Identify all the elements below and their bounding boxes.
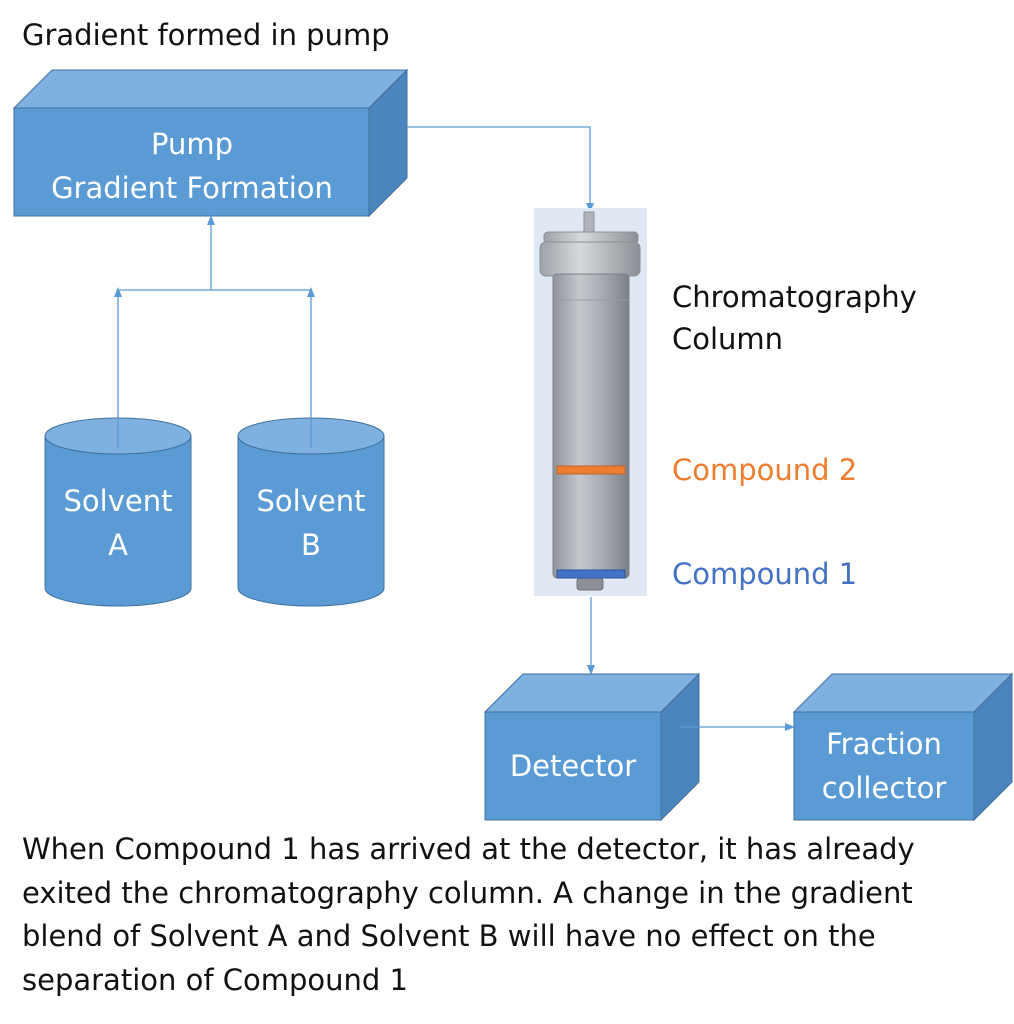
- compound-1-band: [556, 569, 626, 579]
- column-label: Chromatography Column: [672, 276, 917, 360]
- compound-2-band: [556, 465, 626, 475]
- pump-to-column-arrow: [407, 126, 594, 213]
- solvent-a-label: Solvent A: [45, 478, 191, 568]
- pump-label-line1: Pump: [150, 127, 233, 161]
- compound-1-label: Compound 1: [672, 557, 858, 591]
- solvent-a-label-line1: Solvent: [63, 484, 173, 518]
- caption-text: When Compound 1 has arrived at the detec…: [22, 832, 915, 997]
- pump-box: [12, 68, 409, 218]
- fraction-collector-box: [792, 672, 1014, 822]
- pump-label: Pump Gradient Formation: [14, 118, 370, 214]
- diagram-title: Gradient formed in pump: [22, 18, 390, 52]
- chromatography-column: [534, 208, 647, 596]
- fraction-collector-label-line1: Fraction: [826, 727, 942, 761]
- column-label-line1: Chromatography: [672, 280, 917, 314]
- fraction-collector-label: Fraction collector: [794, 712, 974, 820]
- compound-2-label: Compound 2: [672, 453, 858, 487]
- solvent-to-pump-lines: [114, 215, 315, 448]
- pump-label-line2: Gradient Formation: [51, 171, 333, 205]
- solvent-a-label-line2: A: [108, 528, 128, 562]
- column-label-line2: Column: [672, 322, 784, 356]
- solvent-b-label: Solvent B: [238, 478, 384, 568]
- detector-label: Detector: [509, 749, 637, 783]
- solvent-b-label-line2: B: [301, 528, 321, 562]
- detector-box: [483, 672, 701, 822]
- solvent-b-label-line1: Solvent: [256, 484, 366, 518]
- fraction-collector-label-line2: collector: [821, 771, 947, 805]
